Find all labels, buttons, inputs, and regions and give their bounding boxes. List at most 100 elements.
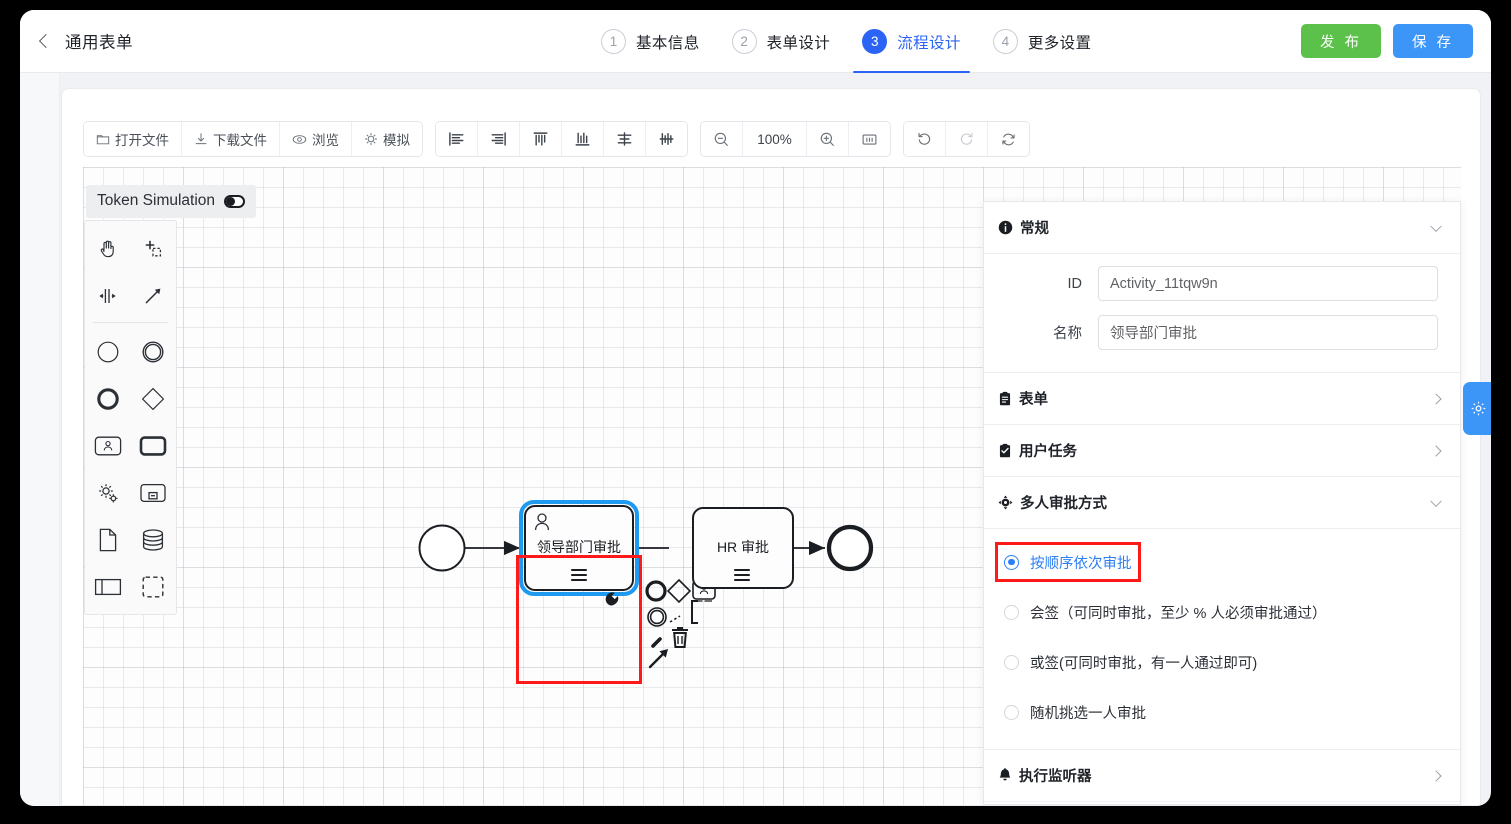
history-tool-group [903, 121, 1030, 157]
participant-icon[interactable] [85, 563, 131, 610]
align-top-button[interactable] [520, 122, 562, 156]
connect-tool-icon[interactable] [131, 272, 177, 319]
align-center-vertical-button[interactable] [646, 122, 687, 156]
token-simulation-label: Token Simulation [97, 192, 216, 209]
id-input[interactable] [1098, 266, 1438, 301]
data-store-icon[interactable] [131, 516, 177, 563]
info-icon [998, 220, 1013, 235]
service-task-icon[interactable] [85, 469, 131, 516]
radio-random-approval[interactable]: 随机挑选一人审批 [998, 695, 1152, 729]
end-event-icon[interactable] [85, 375, 131, 422]
chevron-right-icon[interactable] [1430, 769, 1442, 782]
append-intermediate-event-icon[interactable] [647, 607, 667, 627]
step-number: 3 [862, 29, 888, 54]
chevron-down-icon[interactable] [1430, 495, 1442, 507]
step-number: 4 [992, 29, 1018, 54]
hand-tool-icon[interactable] [85, 225, 131, 272]
step-process-design[interactable]: 3 流程设计 [846, 10, 977, 73]
start-event-icon[interactable] [85, 328, 131, 375]
radio-sequential-approval[interactable]: 按顺序依次审批 [995, 542, 1141, 582]
data-object-icon[interactable] [85, 516, 131, 563]
fit-to-viewport-icon [861, 132, 878, 147]
save-button[interactable]: 保 存 [1392, 24, 1473, 58]
undo-button[interactable] [904, 122, 946, 156]
align-center-vertical-icon [658, 131, 675, 147]
trash-icon[interactable] [672, 627, 688, 648]
append-gateway-icon[interactable] [666, 578, 692, 604]
radio-button-icon[interactable] [1004, 604, 1019, 620]
chevron-right-icon[interactable] [1430, 444, 1442, 457]
task-leader-approval-label: 领导部门审批 [537, 539, 621, 555]
radio-label: 随机挑选一人审批 [1030, 705, 1146, 722]
group-icon[interactable] [131, 563, 177, 610]
token-simulation-toggle[interactable]: Token Simulation [86, 185, 257, 218]
wrench-icon[interactable] [605, 592, 662, 648]
section-header-execution-listeners[interactable]: 执行监听器 [984, 750, 1460, 802]
download-file-button[interactable]: 下载文件 [182, 122, 280, 156]
name-input[interactable] [1098, 315, 1438, 350]
form-icon [998, 391, 1012, 406]
space-tool-icon[interactable] [85, 272, 131, 319]
radio-button-icon[interactable] [1004, 704, 1019, 720]
section-title: 表单 [1019, 392, 1048, 408]
step-basic-info[interactable]: 1 基本信息 [585, 10, 716, 73]
end-event[interactable] [826, 524, 874, 572]
zoom-in-button[interactable] [807, 122, 849, 156]
align-top-icon [532, 131, 549, 147]
task-leader-approval[interactable] [524, 505, 634, 591]
append-text-annotation-icon[interactable] [691, 600, 698, 624]
multi-user-icon [998, 495, 1013, 510]
step-number: 2 [731, 29, 757, 54]
editor-toolbar: 打开文件 下载文件 浏览 [83, 121, 1030, 157]
step-more-settings[interactable]: 4 更多设置 [977, 10, 1108, 73]
connect-arrow-icon[interactable] [648, 649, 668, 669]
breadcrumb: 通用表单 [38, 29, 133, 53]
app-window: 通用表单 1 基本信息 2 表单设计 3 流程设计 4 更多设置 发 布 保 存 [20, 10, 1491, 806]
radio-button-icon[interactable] [1004, 654, 1019, 670]
align-bottom-button[interactable] [562, 122, 604, 156]
reset-button[interactable] [988, 122, 1029, 156]
fit-to-viewport-button[interactable] [849, 122, 890, 156]
lasso-tool-icon[interactable] [131, 225, 177, 272]
subprocess-icon[interactable] [131, 469, 177, 516]
zoom-out-button[interactable] [701, 122, 743, 156]
task-icon[interactable] [131, 422, 177, 469]
context-pad [605, 578, 716, 669]
settings-tab-button[interactable] [1463, 382, 1491, 435]
chevron-left-icon[interactable] [38, 33, 54, 49]
intermediate-event-icon[interactable] [131, 328, 177, 375]
section-header-form[interactable]: 表单 [984, 373, 1460, 425]
start-event[interactable] [418, 524, 466, 572]
align-left-button[interactable] [436, 122, 478, 156]
redo-button[interactable] [946, 122, 988, 156]
app-header: 通用表单 1 基本信息 2 表单设计 3 流程设计 4 更多设置 发 布 保 存 [20, 10, 1491, 73]
preview-label: 浏览 [312, 133, 339, 148]
chevron-right-icon[interactable] [1430, 392, 1442, 405]
gateway-icon[interactable] [131, 375, 177, 422]
section-header-user-task[interactable]: 用户任务 [984, 425, 1460, 477]
user-task-icon[interactable] [85, 422, 131, 469]
undo-icon [916, 131, 933, 148]
step-form-design[interactable]: 2 表单设计 [716, 10, 847, 73]
simulate-button[interactable]: 模拟 [352, 122, 422, 156]
open-file-button[interactable]: 打开文件 [84, 122, 182, 156]
align-center-horizontal-button[interactable] [604, 122, 646, 156]
preview-button[interactable]: 浏览 [280, 122, 352, 156]
step-label: 表单设计 [766, 34, 831, 52]
section-header-multi-approval[interactable]: 多人审批方式 [984, 477, 1460, 529]
toggle-switch-icon[interactable] [224, 194, 246, 208]
section-header-general[interactable]: 常规 [984, 202, 1460, 254]
align-right-button[interactable] [478, 122, 520, 156]
download-icon [194, 132, 208, 146]
radio-parallel-percentage-approval[interactable]: 会签（可同时审批，至少 % 人必须审批通过） [998, 595, 1332, 629]
radio-label: 或签(可同时审批，有一人通过即可) [1030, 655, 1258, 672]
gear-icon [1471, 401, 1485, 416]
section-header-partial[interactable] [984, 802, 1460, 804]
publish-button[interactable]: 发 布 [1300, 24, 1381, 58]
task-hr-approval[interactable] [692, 507, 794, 589]
append-end-event-icon[interactable] [645, 580, 667, 602]
radio-button-icon[interactable] [1004, 554, 1019, 570]
field-name: 名称 [998, 315, 1438, 350]
radio-any-approval[interactable]: 或签(可同时审批，有一人通过即可) [998, 645, 1263, 679]
chevron-down-icon[interactable] [1430, 220, 1442, 232]
